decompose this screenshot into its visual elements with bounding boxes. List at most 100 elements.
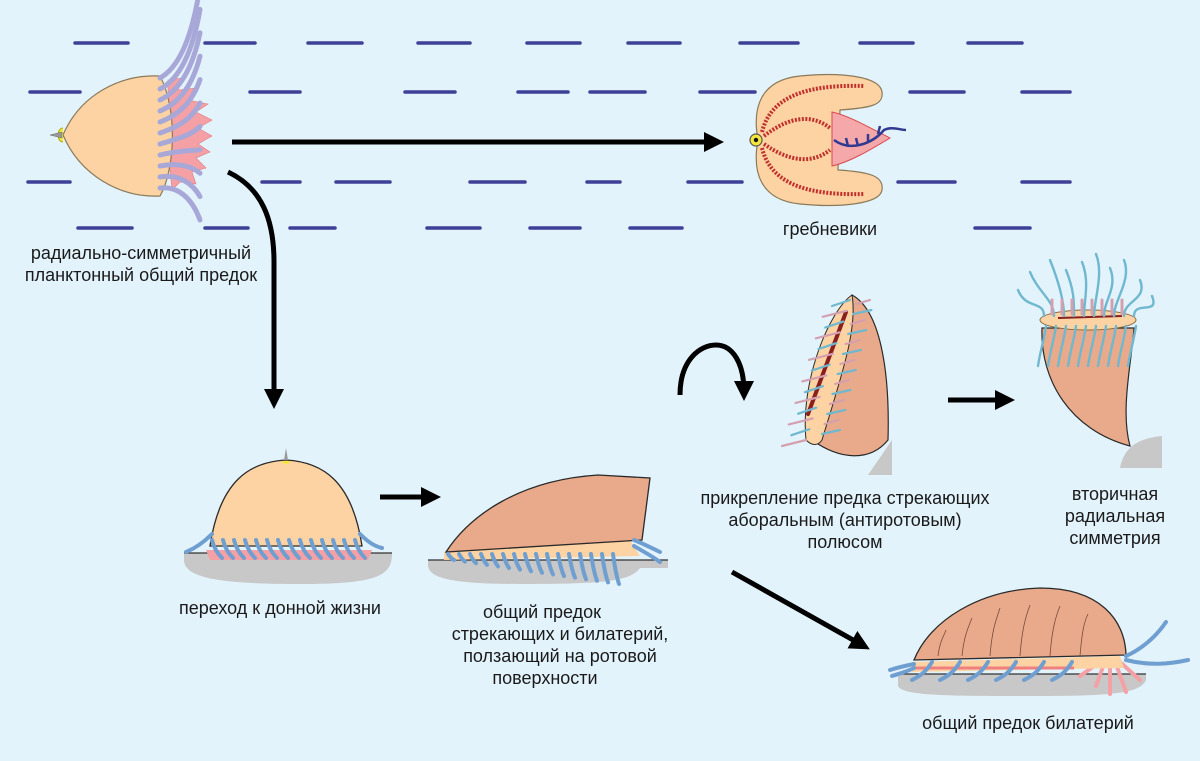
tentacle (157, 77, 203, 125)
tentacle (803, 385, 825, 394)
mouth-slit (1057, 315, 1123, 319)
tentacles-teal (780, 298, 873, 448)
tentacle (1092, 252, 1101, 318)
tentacle (938, 660, 962, 682)
planktonic-ancestor-figure (49, 0, 213, 223)
tentacle (1112, 258, 1128, 318)
tentacle (1116, 324, 1128, 368)
tentacle (852, 308, 873, 316)
tentacle (157, 53, 203, 114)
tentacle (1046, 324, 1058, 368)
tentacle (523, 552, 533, 574)
tentacles-blue (446, 538, 662, 586)
tentacle (797, 406, 818, 415)
tentacle (210, 538, 224, 560)
tentacle (888, 662, 916, 672)
tentacle (890, 666, 916, 678)
tentacle (780, 438, 808, 448)
tentacle (823, 418, 840, 426)
tentacle (611, 552, 621, 586)
tentacles-teal (1016, 252, 1155, 368)
tentacle (320, 538, 334, 560)
tentacle (632, 544, 662, 564)
tentacle (836, 368, 857, 376)
tentacle (512, 552, 522, 572)
tentacle (1028, 270, 1056, 318)
label-benthic-transition: переход к донной жизни (179, 598, 381, 618)
tentacle (826, 408, 847, 416)
substrate (1120, 436, 1162, 468)
tentacle (479, 552, 489, 567)
tentacle (830, 298, 852, 308)
tentacle (1036, 324, 1048, 368)
tentacle (1050, 660, 1074, 682)
tentacle (589, 552, 599, 583)
rear-tentacle (1124, 620, 1168, 658)
tentacle (1086, 324, 1098, 368)
tentacle (910, 660, 934, 682)
tentacle (1016, 288, 1046, 318)
tentacle (841, 348, 863, 356)
dome-body (209, 459, 363, 547)
substrate (184, 553, 392, 584)
crawling-body (444, 474, 651, 553)
label-aboral-attachment: прикрепление предка стрекающих аборальны… (700, 488, 990, 552)
comb-rows (760, 83, 865, 197)
crawling-ancestor-figure (428, 474, 668, 586)
tentacle (600, 552, 610, 585)
tentacle (849, 318, 866, 326)
tentacles-lilac (157, 0, 203, 223)
benthic-transition-figure (184, 448, 392, 584)
ctenophore-tentacle (833, 125, 907, 148)
tentacle (966, 660, 990, 682)
tentacle (817, 341, 838, 351)
tentacle (157, 173, 203, 200)
segment-lines (937, 604, 1089, 657)
tentacle (157, 123, 203, 147)
tentacle (342, 538, 356, 560)
label-cnidaria-bilateria-ancestor: общий предок стрекающих и билатерий, пол… (451, 602, 669, 688)
tentacle (810, 363, 831, 372)
mouth-slit (806, 310, 848, 416)
tentacle (254, 538, 268, 560)
ancestor-body (62, 75, 173, 197)
label-secondary-radial: вторичная радиальная симметрия (1064, 484, 1166, 548)
ctenophore-figure (749, 73, 907, 207)
label-bilateria-ancestor: общий предок билатерий (922, 713, 1134, 733)
tentacle (545, 552, 555, 577)
water-dashes (26, 41, 1072, 230)
tentacle (567, 552, 577, 580)
tentacle (828, 398, 845, 406)
tentacle (243, 538, 257, 560)
tentacle (184, 532, 214, 554)
tentacles-blue (888, 660, 1074, 682)
tentacle (1132, 294, 1155, 318)
tentacle (157, 30, 203, 103)
tentacle (157, 100, 203, 136)
tentacle (276, 538, 290, 560)
tentacle (501, 552, 511, 570)
tentacle (839, 358, 856, 366)
apical-organ (282, 461, 290, 464)
tentacle (534, 552, 544, 575)
rear-tentacle (1124, 658, 1190, 666)
arrow-to-bilateria (730, 569, 870, 650)
tentacle (446, 552, 456, 562)
substrate (868, 440, 892, 475)
apical-spine (284, 448, 288, 460)
tentacle (298, 538, 312, 560)
tentacle (157, 0, 201, 81)
tentacle (265, 538, 279, 560)
tentacle (490, 552, 500, 569)
arrow-to-benthic (226, 169, 284, 409)
tentacle (287, 538, 301, 560)
tentacle (1096, 324, 1108, 368)
tentacle (353, 538, 367, 560)
tentacle (556, 552, 566, 578)
tentacle (807, 352, 835, 361)
tentacle (157, 6, 203, 92)
tentacle (794, 395, 821, 405)
tentacle (221, 538, 235, 560)
ctenophore-pharynx (831, 111, 892, 167)
